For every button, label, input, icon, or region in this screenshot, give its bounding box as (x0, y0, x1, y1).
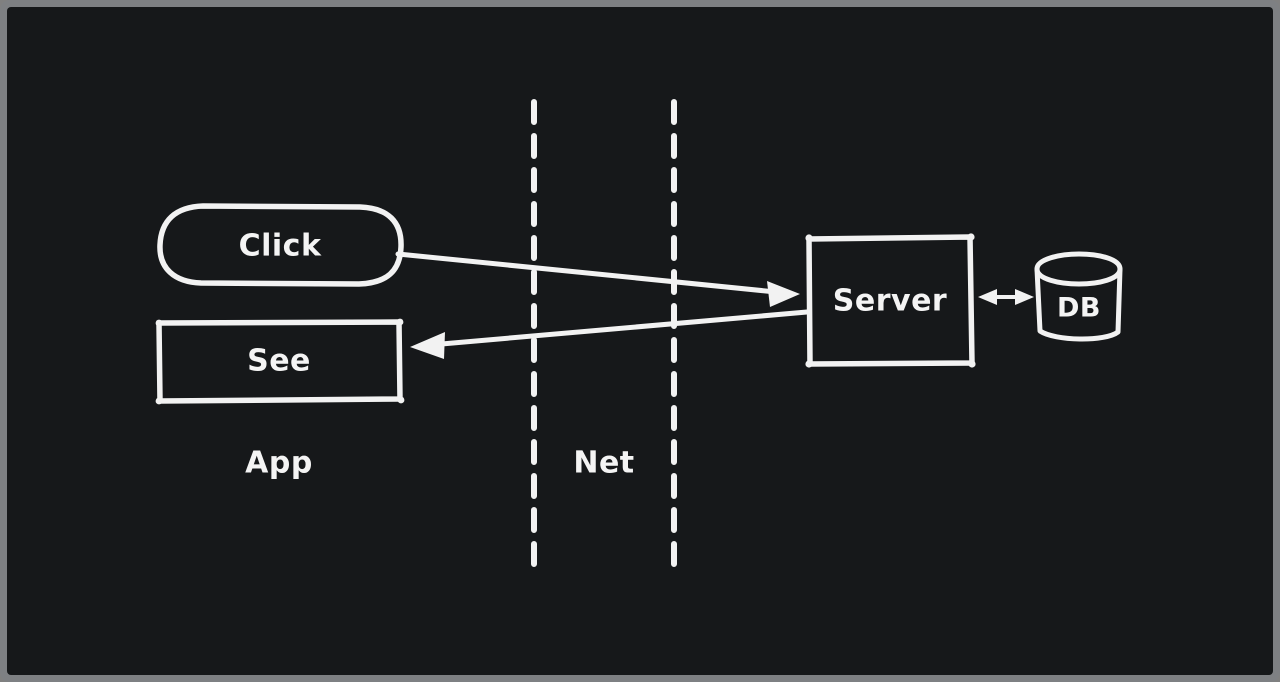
edge-server-to-see-arrowhead (410, 332, 445, 359)
click-label: Click (239, 229, 322, 264)
edge-server-to-see[interactable] (410, 309, 810, 359)
zone-label-net: Net (573, 446, 634, 481)
sketch-diagram: Click See Server (155, 99, 1123, 578)
see-corner-dot-br (397, 396, 405, 404)
see-corner-dot-bl (155, 397, 163, 405)
node-db[interactable]: DB (1034, 251, 1123, 342)
edge-server-db-arrowhead-left (978, 289, 997, 305)
server-label: Server (833, 284, 947, 319)
db-label: DB (1057, 293, 1101, 324)
diagram-canvas: Click See Server (7, 7, 1273, 675)
net-zone-boundaries (531, 99, 677, 578)
see-corner-dot-tl (155, 319, 163, 327)
node-server[interactable]: Server (805, 233, 976, 368)
edge-click-to-server-line (395, 251, 789, 296)
db-cylinder-top-ellipse (1034, 251, 1123, 287)
node-click[interactable]: Click (157, 203, 404, 287)
edge-server-db-arrowhead-right (1015, 289, 1034, 305)
node-see[interactable]: See (155, 318, 405, 405)
server-corner-dot-br (968, 360, 976, 368)
click-pill-outline (157, 203, 404, 287)
zone-label-app: App (245, 446, 313, 481)
server-corner-dot-tl (805, 234, 813, 242)
edge-server-db[interactable] (978, 289, 1034, 305)
edge-click-to-server[interactable] (395, 251, 800, 307)
edge-click-to-server-arrowhead (767, 281, 800, 307)
server-corner-dot-bl (805, 360, 813, 368)
server-corner-dot-tr (967, 233, 975, 241)
edge-server-to-see-line (427, 309, 810, 348)
db-cylinder-body (1034, 266, 1123, 342)
see-label: See (247, 344, 311, 379)
see-corner-dot-tr (396, 318, 404, 326)
